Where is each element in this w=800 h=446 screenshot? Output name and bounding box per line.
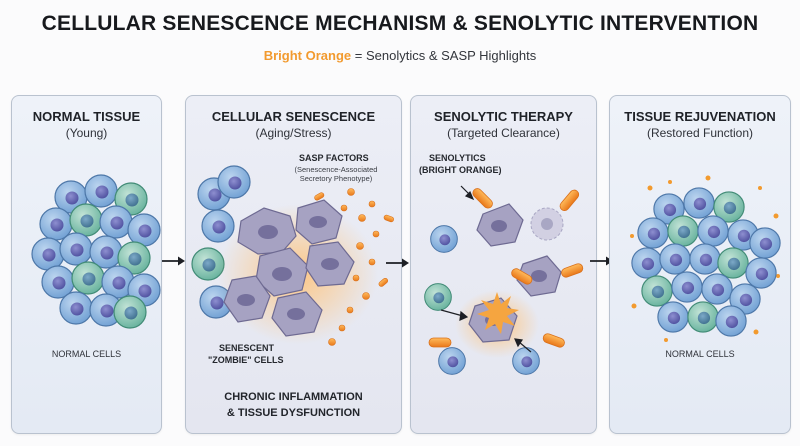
senolytic-clearance-scene <box>424 185 584 375</box>
arrow-right-icon <box>386 258 409 268</box>
panel-senolytic-therapy: SENOLYTIC THERAPY (Targeted Clearance) S… <box>410 95 597 434</box>
legend-accent-text: Bright Orange <box>263 48 352 63</box>
panel-subtitle: (Targeted Clearance) <box>447 126 560 140</box>
sasp-factor-dots <box>314 188 394 346</box>
panel-title: TISSUE REJUVENATION <box>624 109 776 124</box>
panel-subtitle: (Young) <box>65 126 108 140</box>
cell-grid <box>631 187 781 337</box>
burst-icon <box>477 292 519 334</box>
panel-tissue-rejuvenation: TISSUE REJUVENATION (Restored Function) <box>609 95 791 434</box>
senescent-label-2: "ZOMBIE" CELLS <box>208 355 284 365</box>
normal-cell-cluster <box>31 174 161 329</box>
panel-caption: NORMAL CELLS <box>665 349 735 359</box>
panel-normal-tissue: NORMAL TISSUE (Young) NORMAL CELLS <box>11 95 162 434</box>
sasp-subtitle-1: (Senescence-Associated <box>294 165 378 174</box>
sasp-factors-label: SASP FACTORS <box>299 153 369 163</box>
senescent-cell-cluster <box>191 165 394 346</box>
panel-cellular-senescence: CELLULAR SENESCENCE (Aging/Stress) SASP … <box>185 95 402 434</box>
legend-rest-text: = Senolytics & SASP Highlights <box>351 48 537 63</box>
page-title: CELLULAR SENESCENCE MECHANISM & SENOLYTI… <box>41 12 759 35</box>
panel-caption: NORMAL CELLS <box>51 349 122 359</box>
senolytics-label-2: (BRIGHT ORANGE) <box>419 165 502 175</box>
cell-grid <box>31 174 161 329</box>
panel-title: CELLULAR SENESCENCE <box>211 109 376 124</box>
senescent-cells <box>223 199 355 337</box>
panel-bottom-label-1: CHRONIC INFLAMMATION <box>224 391 363 403</box>
panel-title: SENOLYTIC THERAPY <box>434 109 573 124</box>
sasp-subtitle-2: Secretory Phenotype) <box>299 174 373 183</box>
panel-subtitle: (Aging/Stress) <box>255 126 332 140</box>
senolytic-pill-icons <box>428 188 584 348</box>
panel-bottom-label-2: & TISSUE DYSFUNCTION <box>226 407 361 419</box>
arrow-right-icon <box>162 256 185 266</box>
senolytics-label-1: SENOLYTICS <box>429 153 486 163</box>
panel-title: NORMAL TISSUE <box>32 109 141 124</box>
rejuvenated-cell-cluster <box>630 175 781 342</box>
senescent-label-1: SENESCENT <box>219 343 275 353</box>
orange-dots <box>630 175 780 342</box>
color-legend: Bright Orange = Senolytics & SASP Highli… <box>0 48 800 63</box>
dissolving-cell <box>530 207 564 241</box>
panel-subtitle: (Restored Function) <box>646 126 754 140</box>
